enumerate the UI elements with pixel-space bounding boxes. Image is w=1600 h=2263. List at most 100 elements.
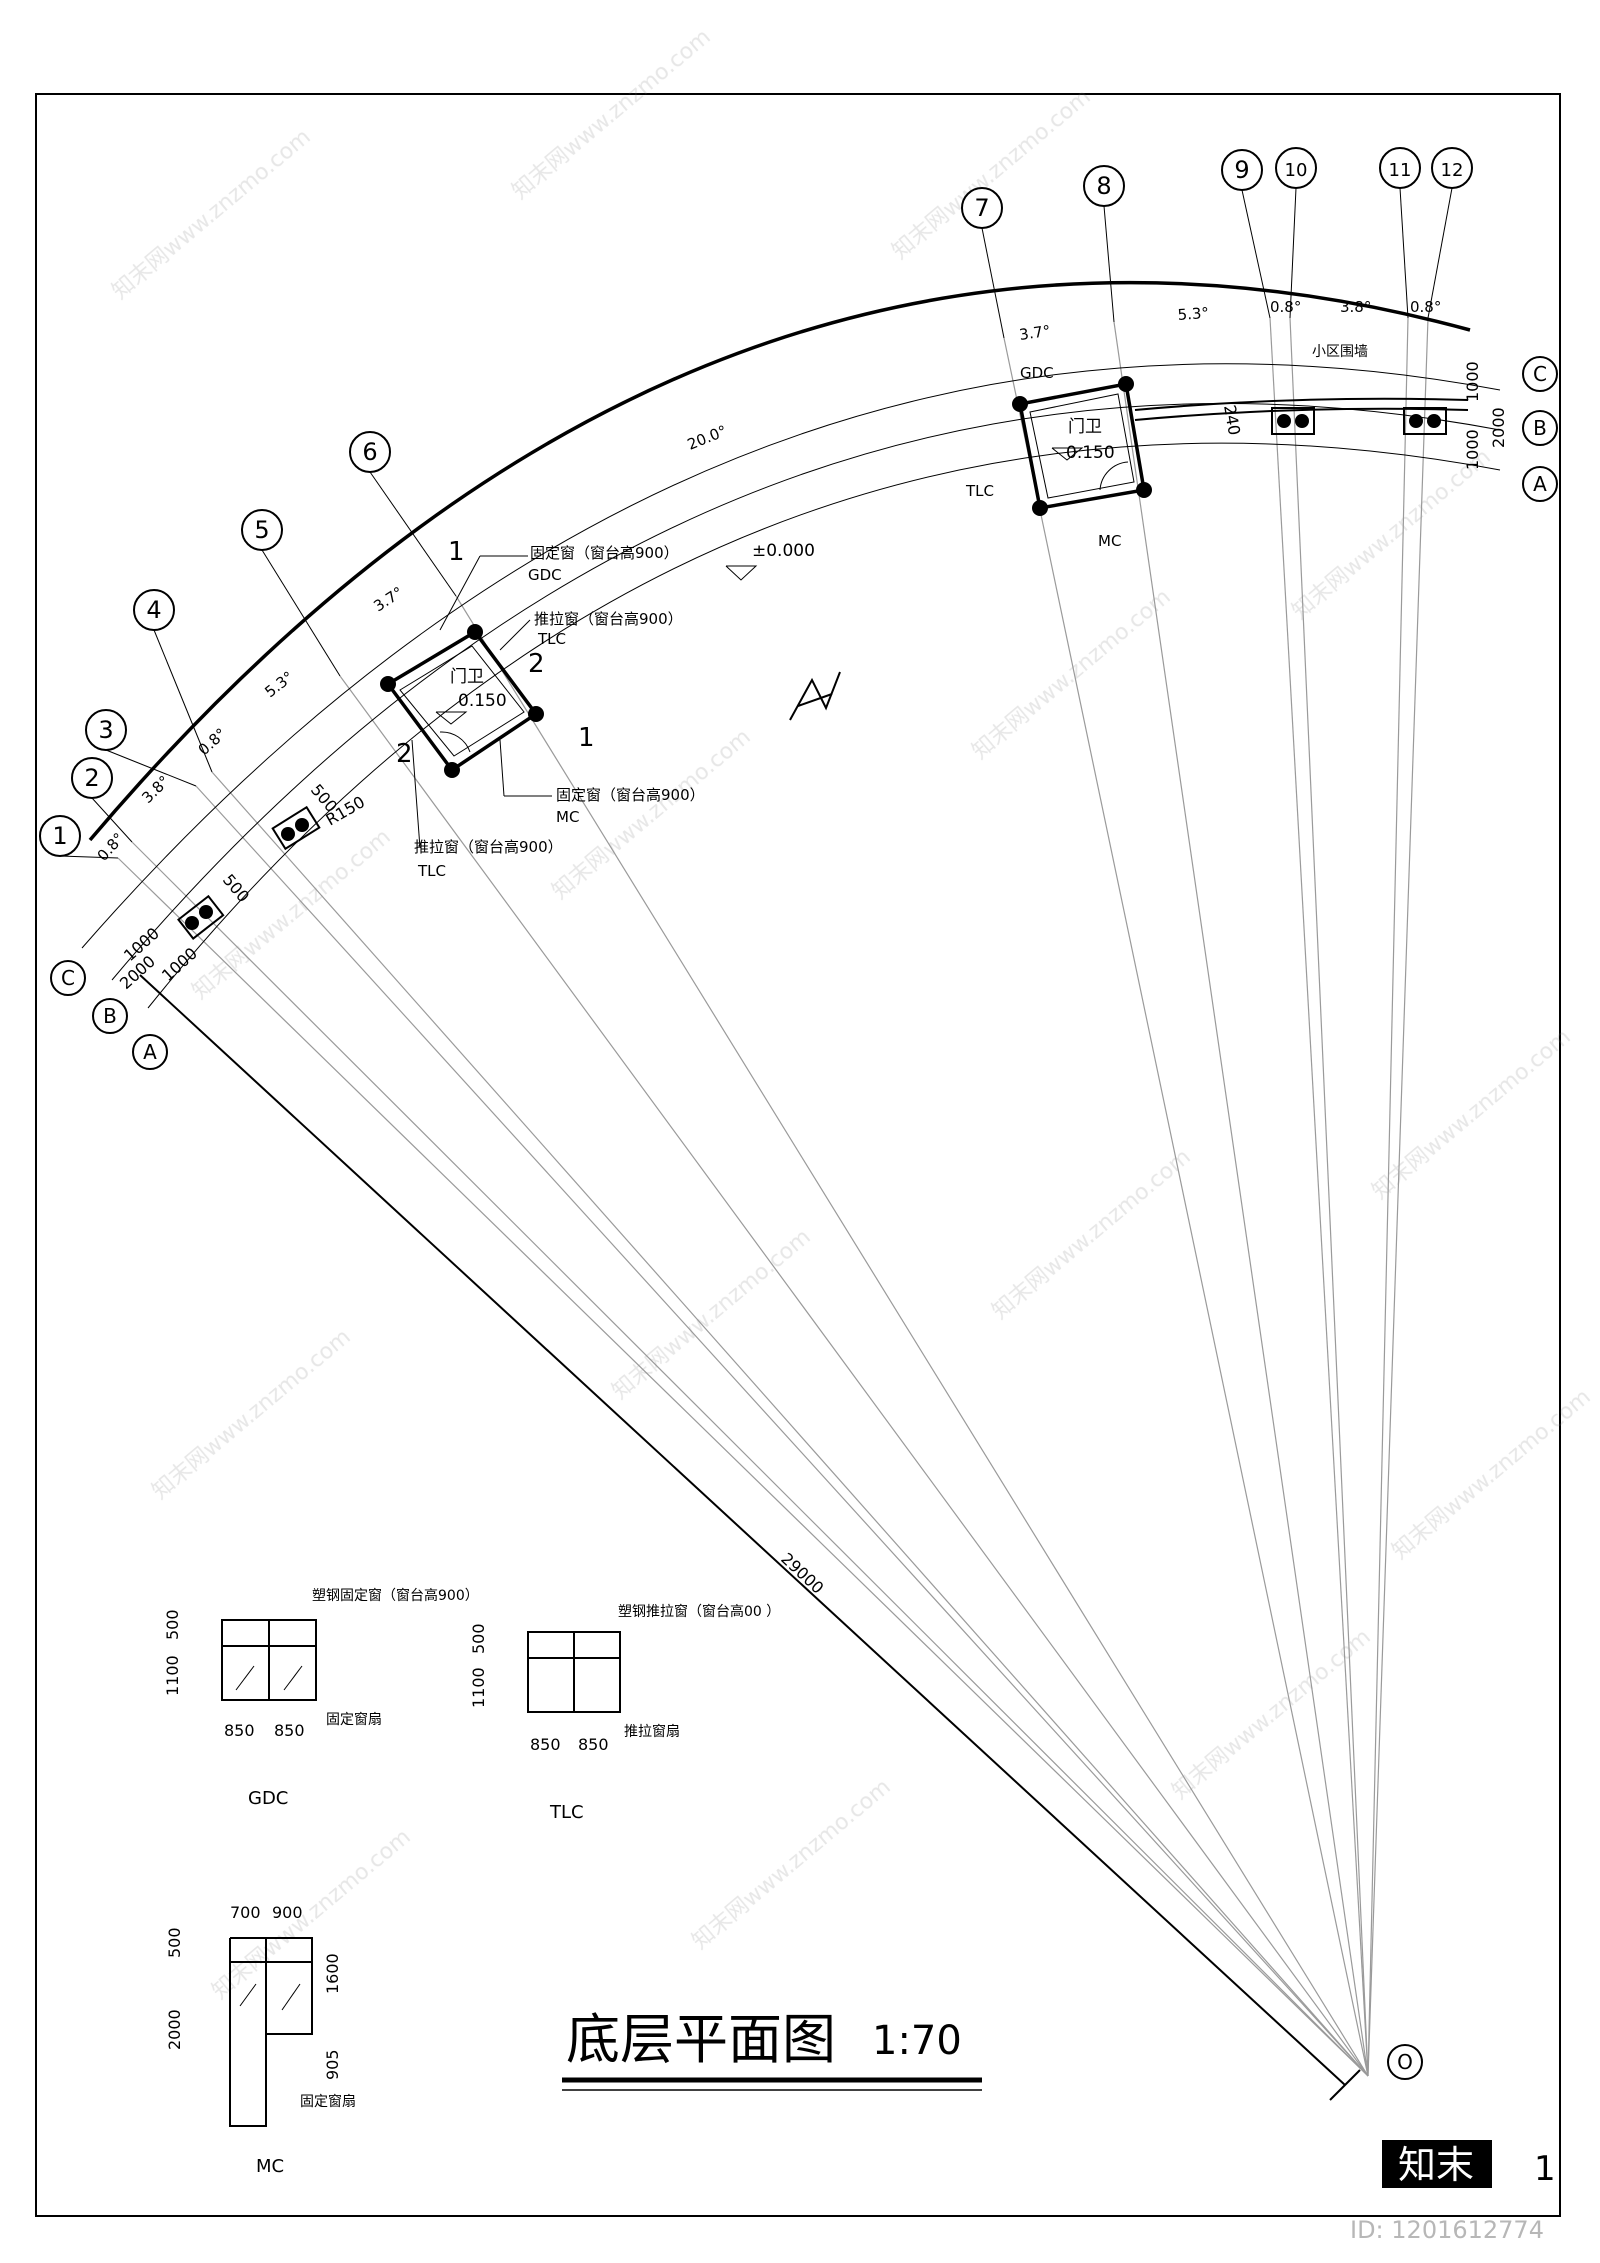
annotations-right: GDC TLC MC ±0.000 <box>725 364 1121 581</box>
title-text: 底层平面图 <box>566 2008 836 2071</box>
code: MC <box>1098 532 1121 550</box>
radial-ray <box>1367 317 1429 2077</box>
leader <box>439 555 481 631</box>
column-dot <box>444 762 460 778</box>
axis-bubble-11 <box>1379 147 1421 189</box>
axis-label: C <box>1533 362 1547 386</box>
section-mark: 2 <box>396 739 413 769</box>
bollards <box>177 407 1447 940</box>
watermark-text: 知末网www.znzmo.com <box>888 84 1096 264</box>
code: TLC <box>537 630 566 648</box>
axis-bubble-4 <box>133 589 175 631</box>
angle-dim: 0.8° <box>1410 298 1441 316</box>
guard-house-right: 门卫 0.150 <box>1012 376 1152 516</box>
elev-marker <box>1051 447 1084 461</box>
ring-b-line <box>111 403 1501 981</box>
axis-leader <box>1103 205 1115 323</box>
radial-ray <box>131 841 1369 2077</box>
bollard-box <box>177 894 225 940</box>
watermark-text: 知末网www.znzmo.com <box>1288 444 1496 624</box>
axis-leader <box>59 855 119 859</box>
watermark-text: 知末网www.znzmo.com <box>688 1774 896 1954</box>
watermark-text: 知末网www.znzmo.com <box>968 584 1176 764</box>
section-mark: 1 <box>448 537 465 567</box>
radial-ray <box>1113 321 1369 2077</box>
radial-ray <box>117 857 1369 2077</box>
radial-ray <box>1289 317 1369 2077</box>
radial-ray <box>339 675 1369 2077</box>
axis-bubble-b-left <box>92 998 128 1034</box>
footer: 知末 1 ID: 1201612774 <box>1350 2140 1556 2244</box>
axis-label: 6 <box>362 438 377 466</box>
section-mark: 1 <box>578 723 595 753</box>
section-mark: 2 <box>528 649 545 679</box>
axis-bubble-12 <box>1431 147 1473 189</box>
dim: 700 <box>230 1903 261 1922</box>
note: 固定窗（窗台高900） <box>556 786 705 804</box>
dim: 2000 <box>165 2009 184 2050</box>
detail-gdc: 塑钢固定窗（窗台高900） 固定窗扇 850 850 500 1100 GDC <box>163 1587 479 1809</box>
dim: 1100 <box>469 1667 488 1708</box>
axis-bubble-7 <box>961 187 1003 229</box>
radial-ray <box>455 595 1369 2077</box>
axis-label: 12 <box>1441 160 1464 181</box>
dim: 905 <box>323 2049 342 2080</box>
detail-name: TLC <box>549 1802 584 1823</box>
outer-arc-line <box>88 280 1471 842</box>
sheet-border <box>35 93 1561 2217</box>
axis-bubble-10 <box>1275 147 1317 189</box>
axis-bubble-9 <box>1221 149 1263 191</box>
note: 推拉窗（窗台高900） <box>414 838 563 856</box>
column-dot <box>528 706 544 722</box>
axis-leader <box>1399 187 1409 319</box>
axis-label: 5 <box>254 516 269 544</box>
axis-bubble-2 <box>71 757 113 799</box>
axis-bubble-8 <box>1083 165 1125 207</box>
axis-label: 11 <box>1389 160 1412 181</box>
angle-dim: 0.8° <box>94 829 128 864</box>
glass-mark <box>235 1665 255 1691</box>
axis-label: 3 <box>98 716 113 744</box>
gate-left-elevation: 0.150 <box>458 691 507 711</box>
dim: 1100 <box>163 1655 182 1696</box>
gate-left-label: 门卫 <box>450 667 484 687</box>
axis-bubble-5 <box>241 509 283 551</box>
angle-dimensions: 0.8° 3.8° 0.8° 5.3° 3.7° 20.0° 3.7° 5.3°… <box>94 298 1442 865</box>
axis-leader <box>105 749 197 787</box>
watermark-text: 知末网www.znzmo.com <box>508 24 716 204</box>
boundary-wall-inner <box>1134 407 1469 421</box>
dim: 850 <box>530 1735 561 1754</box>
axis-label: 1 <box>52 822 67 850</box>
column-dot <box>467 624 483 640</box>
logo-mark <box>1382 2140 1492 2188</box>
bollard-dot <box>1409 414 1423 428</box>
radius-dim-text: 29000 <box>777 1549 827 1598</box>
bollard-dot <box>1277 414 1291 428</box>
axis-label: A <box>1533 472 1547 496</box>
axis-label: 8 <box>1096 172 1111 200</box>
dim: 2000 <box>1489 407 1508 448</box>
leader <box>499 739 505 797</box>
bollard-dot <box>295 818 309 832</box>
axis-label: 7 <box>974 194 989 222</box>
bollard-dot <box>1295 414 1309 428</box>
watermark-text: 知末网www.znzmo.com <box>148 1324 356 1504</box>
detail-name: MC <box>256 2156 284 2177</box>
watermark-text: 知末网www.znzmo.com <box>1388 1384 1596 1564</box>
axis-leader <box>1427 187 1453 319</box>
symbol-line <box>797 693 833 707</box>
dim: 900 <box>272 1903 303 1922</box>
axis-bubble-1 <box>39 815 81 857</box>
code: GDC <box>1020 364 1054 382</box>
radial-ray <box>1367 317 1409 2077</box>
dim: 500 <box>163 1609 182 1640</box>
radial-ray <box>211 771 1369 2077</box>
drawing-title: 底层平面图 1:70 <box>562 2008 982 2091</box>
code: TLC <box>965 482 994 500</box>
gate-right-elevation: 0.150 <box>1066 443 1115 463</box>
note: 固定窗扇 <box>326 1711 382 1728</box>
axis-label: 10 <box>1285 160 1308 181</box>
detail-tlc: 塑钢推拉窗（窗台高00 ） 推拉窗扇 850 850 500 1100 TLC <box>469 1603 780 1823</box>
ring-a-line <box>147 442 1501 1009</box>
axis-bubble-b-right <box>1522 410 1558 446</box>
